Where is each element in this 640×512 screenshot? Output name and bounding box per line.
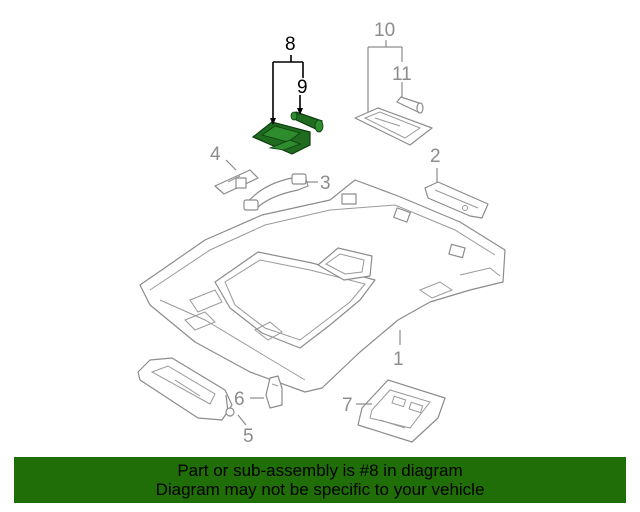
callout-5: 5 (243, 426, 254, 447)
callout-8: 8 (285, 34, 296, 55)
callout-6: 6 (234, 389, 245, 410)
info-banner: Part or sub-assembly is #8 in diagram Di… (14, 457, 626, 503)
dome-light-part-10[interactable] (354, 107, 433, 146)
grab-handle-part-3[interactable] (243, 173, 309, 211)
bracket-part-4[interactable] (214, 169, 259, 195)
headliner-part[interactable] (139, 179, 506, 393)
callout-4: 4 (210, 144, 221, 165)
callout-7: 7 (342, 395, 353, 416)
banner-line-1: Part or sub-assembly is #8 in diagram (177, 461, 463, 480)
bulb-part-11[interactable] (396, 96, 424, 114)
visor-clip-part-6[interactable] (265, 375, 283, 409)
callout-1: 1 (393, 349, 404, 370)
callout-3: 3 (320, 173, 331, 194)
callout-2: 2 (430, 146, 441, 167)
banner-line-2: Diagram may not be specific to your vehi… (155, 480, 485, 499)
map-light-part-8[interactable] (251, 121, 311, 155)
callout-9: 9 (297, 77, 308, 98)
bulb-part-9[interactable] (290, 111, 324, 133)
sun-visor-part-5[interactable] (137, 357, 235, 421)
bracket-part-2[interactable] (424, 181, 489, 219)
callout-10: 10 (374, 20, 395, 41)
overhead-console-part-7[interactable] (357, 379, 446, 443)
callout-11: 11 (392, 64, 412, 85)
parts-diagram: 1 2 3 4 8 9 (137, 20, 506, 447)
